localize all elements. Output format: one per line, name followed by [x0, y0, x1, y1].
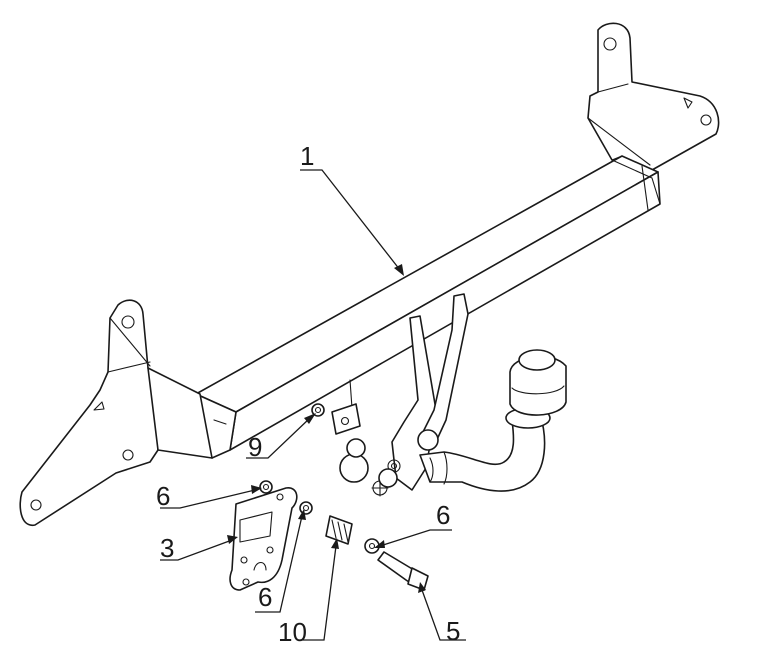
callout-6-lower: 6	[258, 582, 272, 612]
part-9-tab	[311, 403, 361, 435]
callout-5: 5	[446, 616, 460, 646]
callout-9: 9	[248, 432, 262, 462]
callout-6-upper: 6	[156, 481, 170, 511]
tow-ball	[509, 349, 567, 416]
callout-1: 1	[300, 141, 314, 171]
right-mounting-bracket	[587, 22, 720, 171]
mounting-nuts	[339, 429, 439, 488]
cross-beam	[147, 155, 661, 459]
callout-6-right: 6	[436, 500, 450, 530]
callout-3: 3	[160, 533, 174, 563]
socket-plate	[229, 487, 298, 591]
callout-leaders	[160, 169, 466, 641]
callout-10: 10	[278, 617, 307, 647]
callout-labels: 1 9 6 3 6 6 10 5	[156, 141, 460, 647]
left-mounting-bracket	[19, 299, 159, 526]
hardware-parts	[259, 480, 429, 591]
